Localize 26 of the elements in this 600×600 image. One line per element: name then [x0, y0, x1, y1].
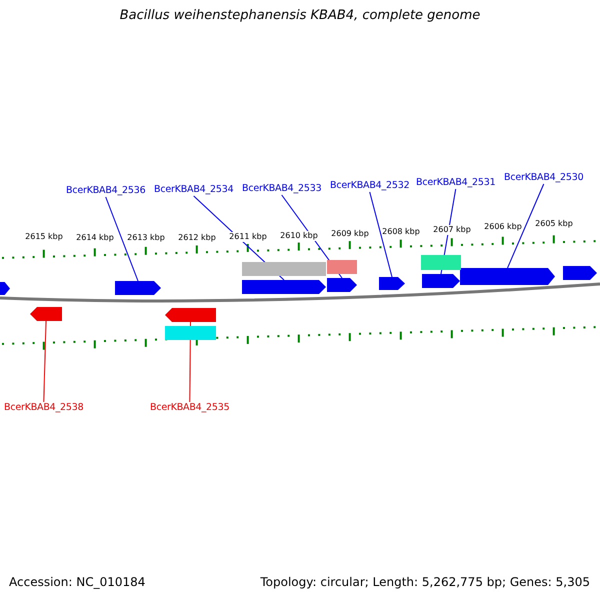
chart-title: Bacillus weihenstephanensis KBAB4, complete genome [120, 8, 480, 23]
scale-label: 2610 kbp [280, 231, 318, 241]
scale-label: 2611 kbp [229, 232, 267, 242]
scale-label: 2608 kbp [382, 227, 420, 237]
scale-label: 2609 kbp [331, 229, 369, 239]
gene-label: BcerKBAB4_2538 [4, 402, 84, 414]
scale-label: 2615 kbp [25, 232, 63, 242]
scale-label: 2607 kbp [433, 225, 471, 235]
scale-label: 2612 kbp [178, 233, 216, 243]
gene-label: BcerKBAB4_2534 [154, 184, 234, 196]
gene-label: BcerKBAB4_2533 [242, 183, 322, 195]
scale-label: 2605 kbp [535, 219, 573, 229]
accession-note: Accession: NC_010184 [9, 575, 146, 589]
gene-label: BcerKBAB4_2531 [416, 177, 496, 189]
scale-label: 2614 kbp [76, 233, 114, 243]
gene-label: BcerKBAB4_2532 [330, 180, 410, 192]
leader-line [105, 196, 138, 282]
gene-label: BcerKBAB4_2536 [66, 185, 146, 197]
genome-summary: Topology: circular; Length: 5,262,775 bp; Genes: 5,305 [260, 575, 590, 589]
scale-label: 2606 kbp [484, 222, 522, 232]
leader-line [43, 320, 46, 402]
leader-line [507, 184, 544, 268]
gene-label: BcerKBAB4_2535 [150, 402, 230, 414]
leader-line [369, 192, 392, 278]
gene-label: BcerKBAB4_2530 [504, 172, 584, 184]
scale-label: 2613 kbp [127, 233, 165, 243]
